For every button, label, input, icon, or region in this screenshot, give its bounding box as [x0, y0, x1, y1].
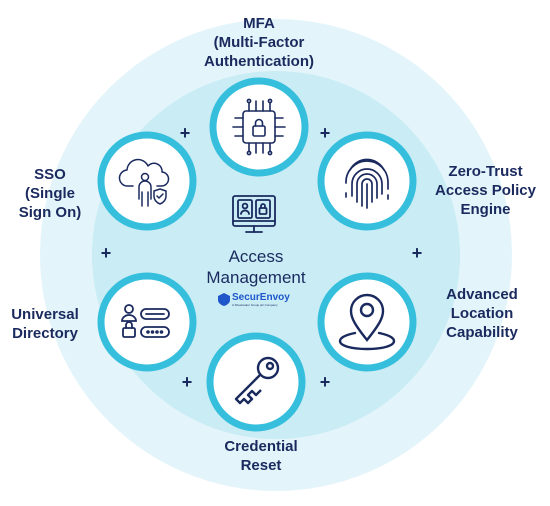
center-title-line2: Management: [206, 268, 306, 287]
plus-sign: +: [319, 123, 331, 143]
node-location: [317, 272, 417, 372]
cpu-lock-icon: [232, 98, 286, 156]
plus-sign: +: [181, 372, 193, 392]
brand-tagline: A Shearwater Group plc Company: [232, 303, 278, 307]
node-zero-trust: [317, 131, 417, 231]
directory-users-icon: [121, 304, 170, 338]
center-title-line1: Access: [228, 247, 284, 266]
map-pin-icon: [338, 293, 396, 351]
label-credential: Credential Reset: [224, 438, 298, 474]
fingerprint-icon: [345, 158, 389, 209]
securenvoy-logo-icon: [218, 293, 230, 306]
label-zero-trust: Zero-Trust Access Policy Engine: [435, 163, 536, 218]
plus-sign: +: [411, 243, 423, 263]
node-directory: [97, 272, 197, 372]
center-title: Access Management: [176, 246, 336, 288]
monitor-users-lock-icon: [232, 195, 276, 233]
node-mfa: [209, 77, 309, 177]
cloud-user-shield-icon: [118, 158, 170, 207]
brand-name: SecurEnvoy A Shearwater Group plc Compan…: [232, 292, 290, 307]
label-location: Advanced Location Capability: [446, 286, 518, 341]
key-icon: [234, 356, 280, 405]
node-credential: [206, 332, 306, 432]
plus-sign: +: [179, 123, 191, 143]
plus-sign: +: [100, 243, 112, 263]
label-sso: SSO (Single Sign On): [18, 166, 82, 221]
label-directory: Universal Directory: [11, 306, 79, 342]
label-mfa: MFA (Multi-Factor Authentication): [204, 15, 314, 70]
plus-sign: +: [319, 372, 331, 392]
